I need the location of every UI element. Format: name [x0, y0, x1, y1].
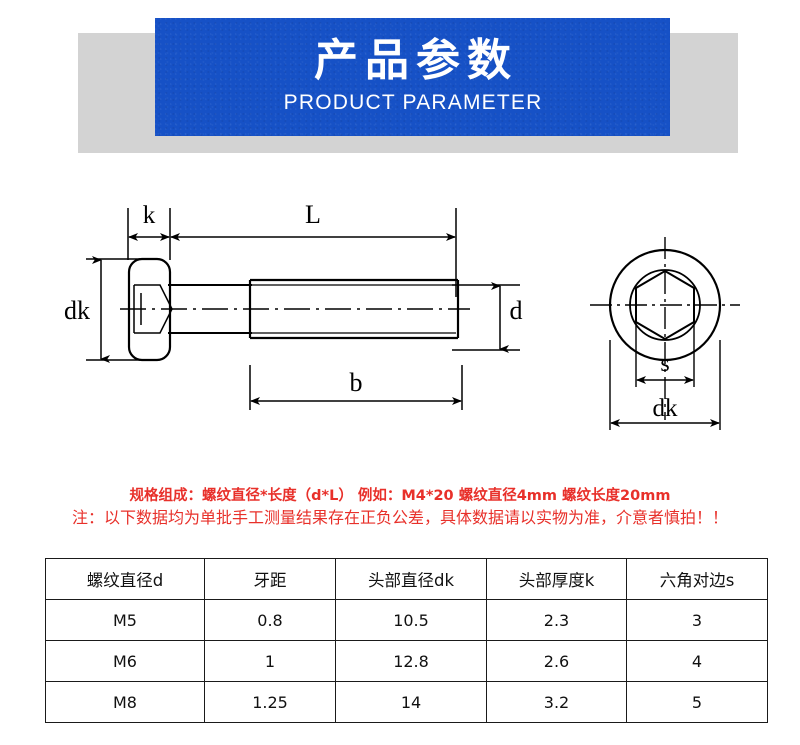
witness-lines-dk-end [609, 340, 721, 430]
header-blue-banner: 产品参数 PRODUCT PARAMETER [155, 18, 670, 136]
dim-label-s: s [660, 351, 669, 377]
cell-head-thickness: 2.6 [486, 640, 627, 682]
screw-shank [168, 284, 252, 334]
table-row: M5 0.8 10.5 2.3 3 [45, 599, 768, 641]
cell-thread-diameter: M8 [45, 681, 205, 723]
table-row: M6 1 12.8 2.6 4 [45, 640, 768, 682]
dim-label-dk-end: dk [653, 395, 679, 422]
col-header-thread-diameter: 螺纹直径d [45, 558, 205, 600]
table-header-row: 螺纹直径d 牙距 头部直径dk 头部厚度k 六角对边s [45, 558, 768, 600]
cell-hex-across-flats: 4 [626, 640, 768, 682]
dim-label-b: b [350, 368, 363, 397]
cell-head-thickness: 3.2 [486, 681, 627, 723]
cell-pitch: 1 [204, 640, 336, 682]
spec-table-wrapper: 螺纹直径d 牙距 头部直径dk 头部厚度k 六角对边s M5 0.8 10.5 … [45, 558, 768, 723]
cell-head-diameter: 12.8 [335, 640, 487, 682]
dim-label-L: L [305, 200, 321, 229]
dim-label-dk-side: dk [64, 296, 90, 325]
screw-drawing-svg: k L dk b d s dk [64, 200, 740, 430]
col-header-hex-across-flats: 六角对边s [626, 558, 768, 600]
col-header-pitch: 牙距 [204, 558, 336, 600]
page-header: 产品参数 PRODUCT PARAMETER [0, 0, 800, 175]
cell-pitch: 0.8 [204, 599, 336, 641]
cell-head-diameter: 10.5 [335, 599, 487, 641]
dim-label-d: d [510, 296, 523, 325]
notes-block: 规格组成：螺纹直径*长度（d*L） 例如：M4*20 螺纹直径4mm 螺纹长度2… [0, 486, 800, 546]
cell-head-diameter: 14 [335, 681, 487, 723]
thread-minor-lines [252, 284, 456, 334]
page-title-cn: 产品参数 [314, 34, 518, 86]
col-header-head-diameter: 头部直径dk [335, 558, 487, 600]
dim-label-k: k [143, 202, 156, 229]
table-row: M8 1.25 14 3.2 5 [45, 681, 768, 723]
col-header-head-thickness: 头部厚度k [486, 558, 627, 600]
technical-drawing: k L dk b d s dk [0, 175, 800, 475]
cell-hex-across-flats: 3 [626, 599, 768, 641]
cell-thread-diameter: M6 [45, 640, 205, 682]
cell-head-thickness: 2.3 [486, 599, 627, 641]
note-tolerance-disclaimer: 注：以下数据均为单批手工测量结果存在正负公差，具体数据请以实物为准，介意者慎拍！… [71, 508, 728, 527]
page-title-en: PRODUCT PARAMETER [283, 91, 543, 115]
spec-table-body: 螺纹直径d 牙距 头部直径dk 头部厚度k 六角对边s M5 0.8 10.5 … [45, 558, 768, 723]
cell-thread-diameter: M5 [45, 599, 205, 641]
note-spec-format: 规格组成：螺纹直径*长度（d*L） 例如：M4*20 螺纹直径4mm 螺纹长度2… [129, 488, 671, 504]
cell-pitch: 1.25 [204, 681, 336, 723]
hex-socket-end-view [635, 269, 695, 341]
spec-table: 螺纹直径d 牙距 头部直径dk 头部厚度k 六角对边s M5 0.8 10.5 … [45, 558, 768, 723]
end-view-group [590, 237, 740, 430]
cell-hex-across-flats: 5 [626, 681, 768, 723]
